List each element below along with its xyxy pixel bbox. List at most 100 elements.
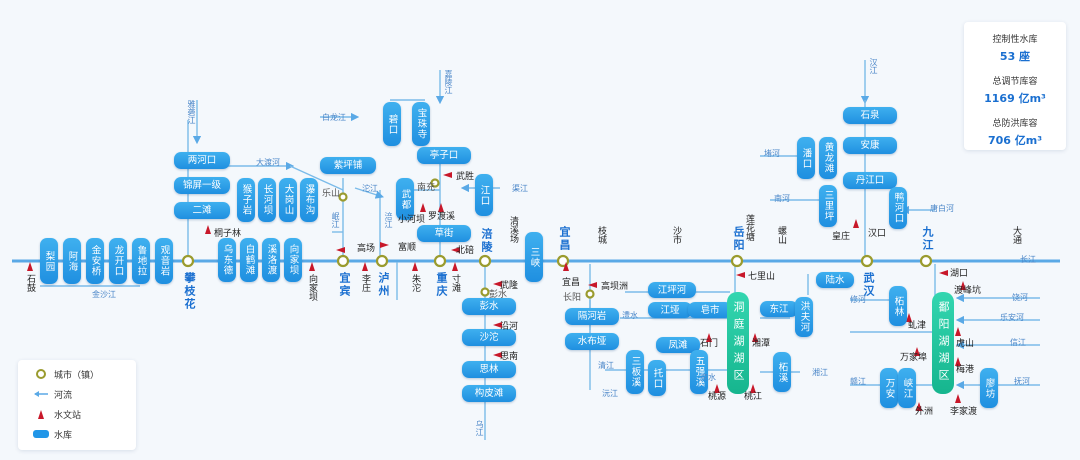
- reservoir-box[interactable]: 长河坝: [258, 178, 276, 222]
- station-label: 湘潭: [752, 339, 771, 349]
- reservoir-box[interactable]: 构皮滩: [462, 385, 516, 402]
- station-label: 石鼓: [25, 274, 35, 292]
- city-circle-icon: [28, 368, 54, 380]
- station-label: 渡峰坑: [954, 286, 982, 296]
- reservoir-box[interactable]: 安康: [843, 137, 897, 154]
- reservoir-box[interactable]: 陆水: [816, 272, 854, 288]
- reservoir-box[interactable]: 三里坪: [819, 185, 837, 227]
- reservoir-box[interactable]: 峡江: [898, 368, 916, 408]
- reservoir-box[interactable]: 阿海: [63, 238, 81, 284]
- reservoir-box[interactable]: 两河口: [174, 152, 230, 169]
- city-markers: [181, 178, 933, 299]
- station-label: 向家坝: [307, 274, 317, 301]
- reservoir-box[interactable]: 乌东德: [218, 238, 236, 282]
- reservoir-box[interactable]: 大岗山: [279, 178, 297, 222]
- reservoir-box[interactable]: 江垭: [648, 302, 692, 318]
- reservoir-box[interactable]: 二滩: [174, 202, 230, 219]
- reservoir-box[interactable]: 鸭河口: [889, 187, 907, 229]
- reservoir-box[interactable]: 金安桥: [86, 238, 104, 284]
- reservoir-box[interactable]: 丹江口: [843, 172, 897, 189]
- dongting-lake[interactable]: 洞庭湖湖区: [727, 292, 749, 394]
- station-label: 武隆: [500, 281, 519, 291]
- city-marker-luzhou: [375, 254, 389, 268]
- city-label-luzhou: 泸州: [377, 272, 390, 298]
- reservoir-box[interactable]: 猴子岩: [237, 178, 255, 222]
- reservoir-box[interactable]: 三板溪: [626, 350, 644, 394]
- reservoir-box[interactable]: 紫坪铺: [320, 157, 376, 174]
- reservoir-box[interactable]: 梨园: [40, 238, 58, 284]
- river-label: 沅江: [602, 389, 618, 398]
- station-marker: [588, 282, 597, 288]
- reservoir-box[interactable]: 观音岩: [155, 238, 173, 284]
- river-label: 清江: [598, 361, 614, 370]
- reservoir-box[interactable]: 五强溪: [690, 350, 708, 394]
- station-marker: [493, 322, 502, 328]
- station-marker: [752, 333, 758, 342]
- reservoir-box[interactable]: 托口: [648, 360, 666, 396]
- ctrl-reservoir-label: 控制性水库: [992, 35, 1038, 45]
- station-label: 外洲: [915, 407, 934, 417]
- reservoir-box[interactable]: 锦屏一级: [174, 177, 230, 194]
- reservoir-box[interactable]: 万安: [880, 368, 898, 408]
- reservoir-box[interactable]: 江坪河: [648, 282, 696, 298]
- station-label: 武胜: [456, 172, 475, 182]
- station-marker: [563, 262, 569, 271]
- adjust-capacity-label: 总调节库容: [992, 77, 1038, 87]
- station-label: 桃源: [708, 392, 727, 402]
- reservoir-box[interactable]: 黄龙滩: [819, 137, 837, 179]
- landmark-label: 沙市: [671, 226, 681, 244]
- reservoir-box[interactable]: 东江: [760, 301, 798, 317]
- summary-panel: 控制性水库 53 座 总调节库容 1169 亿m³ 总防洪库容 706 亿m³: [964, 22, 1066, 150]
- station-marker: [451, 247, 460, 253]
- legend-label-reservoir: 水库: [54, 430, 73, 441]
- reservoir-box[interactable]: 三峡: [525, 232, 543, 282]
- landmark-label: 枝城: [596, 226, 606, 244]
- reservoir-box[interactable]: 廖坊: [980, 368, 998, 408]
- city-label-yibin: 宜宾: [338, 272, 351, 298]
- reservoir-box[interactable]: 向家坝: [284, 238, 302, 282]
- reservoir-box[interactable]: 沙沱: [462, 329, 516, 346]
- reservoir-box[interactable]: 溪洛渡: [262, 238, 280, 282]
- reservoir-box[interactable]: 彭水: [462, 298, 516, 315]
- legend-row-reservoir: 水库: [28, 424, 136, 444]
- station-markers: [27, 172, 966, 411]
- reservoir-box[interactable]: 隔河岩: [565, 308, 619, 325]
- reservoir-box[interactable]: 瀑布沟: [300, 178, 318, 222]
- reservoir-box[interactable]: 宝珠寺: [412, 102, 430, 146]
- poyang-lake[interactable]: 鄱阳湖湖区: [932, 292, 954, 394]
- station-triangle-icon: [28, 409, 54, 419]
- reservoir-box[interactable]: 水布垭: [565, 333, 619, 350]
- reservoir-box[interactable]: 潘口: [797, 137, 815, 179]
- reservoir-box[interactable]: 石泉: [843, 107, 897, 124]
- city-label-yichang: 宜昌: [558, 226, 571, 252]
- reservoir-box[interactable]: 思林: [462, 361, 516, 378]
- reservoir-box[interactable]: 凤滩: [656, 337, 700, 353]
- river-label: 湘江: [812, 368, 828, 377]
- city-label-chongqing: 重庆: [435, 272, 448, 298]
- town-label-leshan: 乐山: [322, 189, 341, 199]
- station-label: 湖口: [950, 269, 969, 279]
- reservoir-box[interactable]: 武都: [396, 178, 414, 220]
- station-marker: [955, 357, 961, 366]
- station-marker: [736, 272, 745, 278]
- station-marker: [714, 384, 720, 393]
- station-label: 皇庄: [832, 232, 851, 242]
- reservoir-box[interactable]: 鲁地拉: [132, 238, 150, 284]
- reservoir-box[interactable]: 洪夫河: [795, 297, 813, 337]
- reservoir-box[interactable]: 亭子口: [417, 147, 471, 164]
- reservoir-box[interactable]: 龙开口: [109, 238, 127, 284]
- river-label: 渠江: [512, 184, 528, 193]
- station-label: 思南: [500, 352, 519, 362]
- reservoir-box[interactable]: 皂市: [688, 302, 732, 318]
- city-label-panzhihua: 攀枝花: [183, 272, 196, 311]
- reservoir-box[interactable]: 碧口: [383, 102, 401, 146]
- reservoir-box[interactable]: 草街: [417, 225, 471, 242]
- station-marker: [438, 203, 444, 212]
- river-label: 岷江: [331, 212, 340, 228]
- reservoir-box[interactable]: 柘林: [889, 286, 907, 326]
- station-marker: [336, 247, 345, 253]
- reservoir-box[interactable]: 白鹤滩: [240, 238, 258, 282]
- town-label-nanchong: 南充: [417, 183, 436, 193]
- reservoir-box[interactable]: 柘溪: [773, 352, 791, 392]
- reservoir-box[interactable]: 江口: [475, 174, 493, 216]
